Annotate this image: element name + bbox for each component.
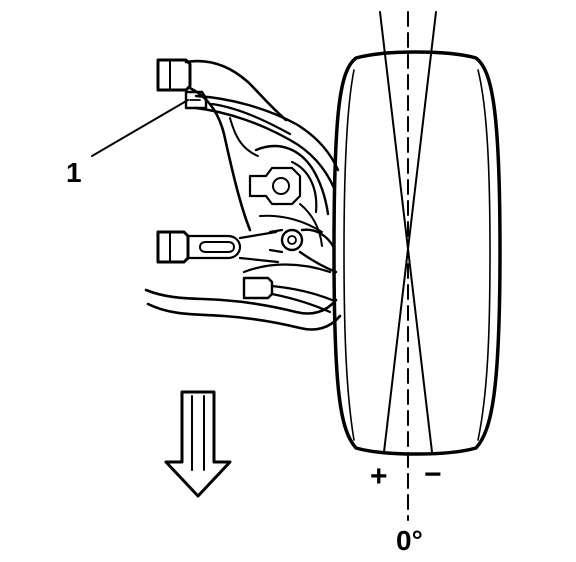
positive-camber-line	[379, 11, 433, 453]
arrow-down-icon	[164, 390, 232, 498]
callout-1-leader	[91, 99, 189, 157]
negative-camber-line	[383, 11, 437, 453]
tie-rod	[242, 276, 334, 314]
zero-degree-label: 0°	[396, 525, 423, 556]
upper-control-arm	[156, 58, 340, 232]
steering-knuckle	[248, 144, 330, 247]
lower-control-arm	[156, 228, 338, 274]
callout-1-label: 1	[66, 157, 82, 188]
frame-member	[144, 288, 342, 331]
negative-sign: −	[424, 458, 442, 491]
tire	[332, 50, 502, 456]
positive-sign: +	[370, 460, 388, 493]
camber-lines	[379, 11, 437, 521]
